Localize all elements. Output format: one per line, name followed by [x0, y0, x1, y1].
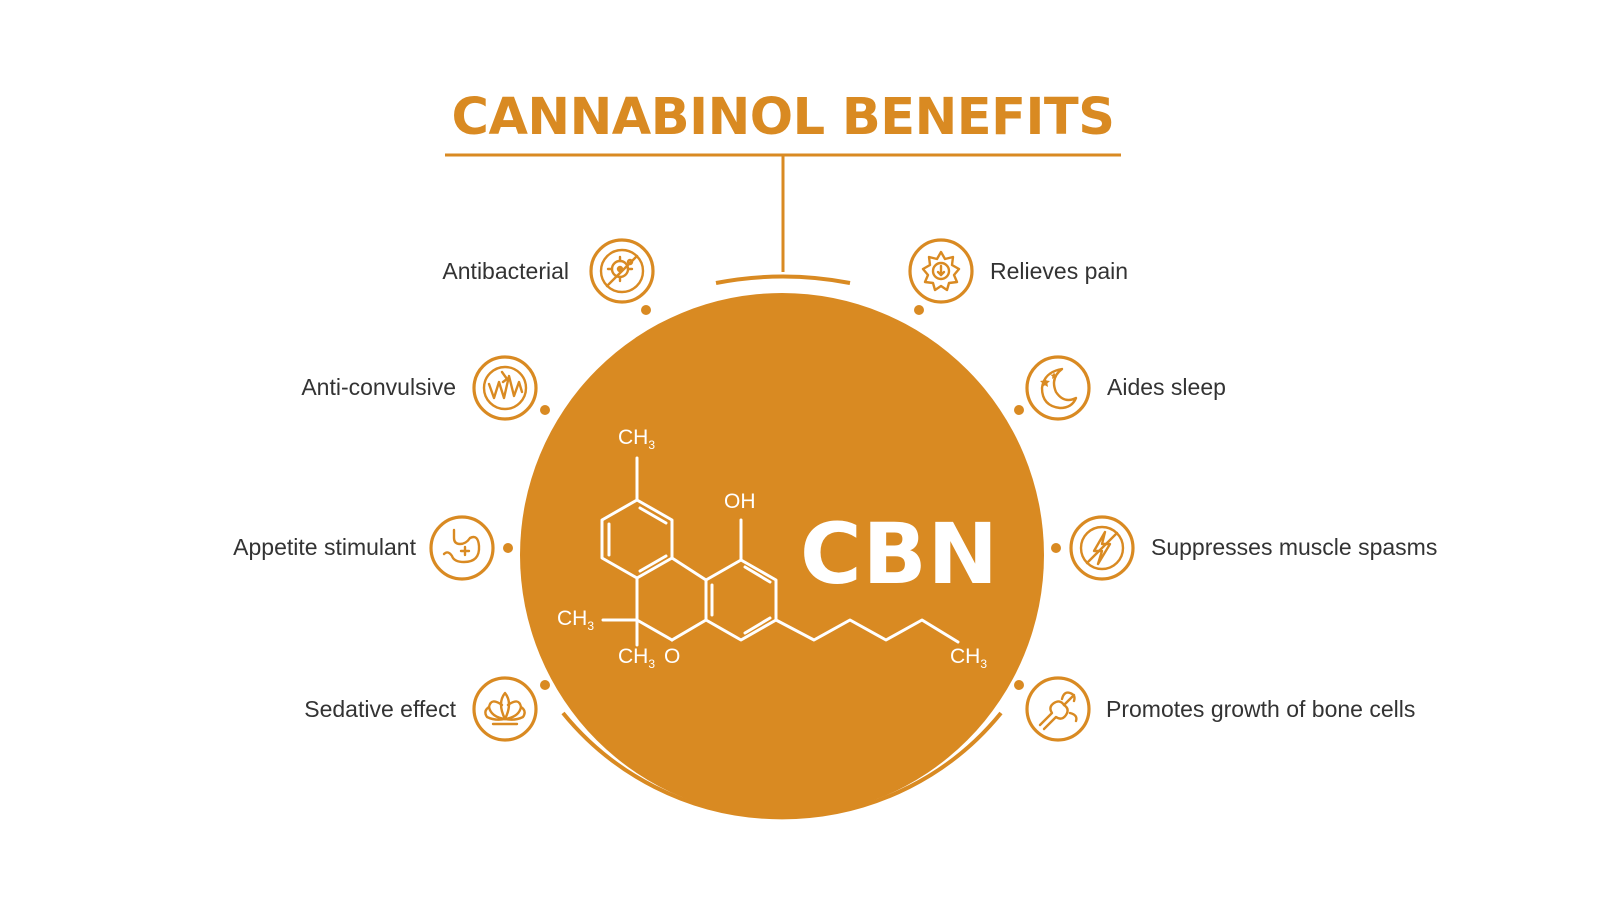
ch3-tail-label: CH3: [950, 645, 988, 672]
cbn-circle: [520, 293, 1044, 817]
oh-label: OH: [724, 490, 756, 513]
lotus-icon: [472, 676, 538, 742]
moon-stars-icon: [1025, 355, 1091, 421]
ch3-gem-left-label: CH3: [557, 607, 595, 634]
ch3-top-label: CH3: [618, 426, 656, 453]
label-anti-convulsive: Anti-convulsive: [301, 374, 456, 400]
cbn-molecule: [600, 456, 960, 647]
oxygen-label: O: [664, 645, 681, 668]
no-bacteria-icon: [589, 238, 655, 304]
label-aides-sleep: Aides sleep: [1107, 374, 1226, 400]
stomach-icon: [429, 515, 495, 581]
pain-relief-icon: [908, 238, 974, 304]
label-sedative-effect: Sedative effect: [304, 696, 456, 722]
cbn-label: CBN: [800, 505, 999, 603]
top-arc: [715, 274, 851, 285]
convulsion-icon: [472, 355, 538, 421]
page-title: CANNABINOL BENEFITS: [451, 88, 1115, 147]
dot-sedative: [540, 680, 550, 690]
ch3-gem-bottom-label: CH3: [618, 645, 656, 672]
label-relieves-pain: Relieves pain: [990, 258, 1129, 284]
label-appetite-stimulant: Appetite stimulant: [233, 534, 416, 560]
bone-joint-icon: [1025, 676, 1091, 742]
dot-appetite: [503, 543, 513, 553]
lightning-icon: [1069, 515, 1135, 581]
dot-relieves-pain: [914, 305, 924, 315]
dot-antibacterial: [641, 305, 651, 315]
dot-anti-convulsive: [540, 405, 550, 415]
label-suppresses-muscle-spasms: Suppresses muscle spasms: [1151, 534, 1438, 560]
dot-aides-sleep: [1014, 405, 1024, 415]
label-promotes-bone-growth: Promotes growth of bone cells: [1106, 696, 1416, 722]
bottom-arc: [561, 711, 1003, 820]
dot-bone: [1014, 680, 1024, 690]
label-antibacterial: Antibacterial: [442, 258, 569, 284]
connector-dots: [503, 305, 1061, 690]
dot-spasms: [1051, 543, 1061, 553]
